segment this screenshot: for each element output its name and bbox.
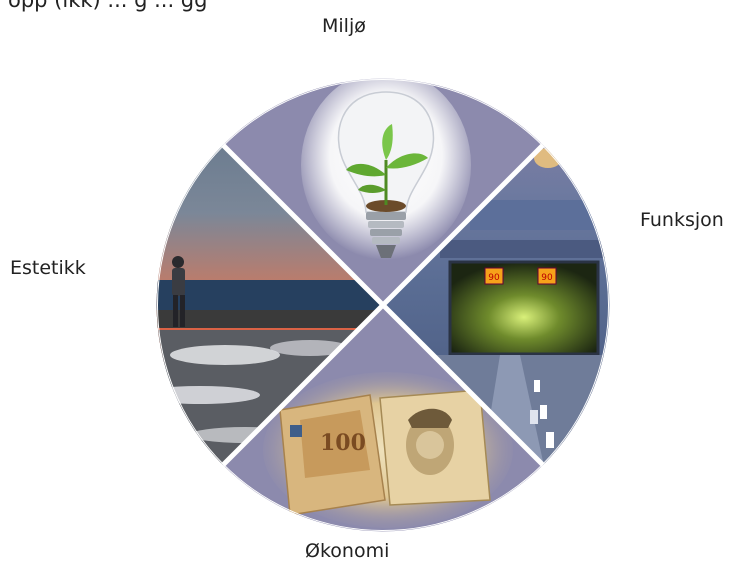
segment-label-funksjon: Funksjon <box>640 209 724 231</box>
segment-label-miljo: Miljø <box>322 15 366 37</box>
cropped-header-text: opp (ikk) ... g ... gg <box>8 0 208 12</box>
banknotes-icon: 100 <box>279 389 491 516</box>
segment-label-estetikk: Estetikk <box>10 257 86 279</box>
speed-sign-right: 90 <box>541 273 553 283</box>
segment-label-okonomi: Økonomi <box>305 540 390 562</box>
svg-text:100: 100 <box>320 430 366 456</box>
plant-icon <box>346 124 428 212</box>
speed-sign-left: 90 <box>488 273 500 283</box>
wheel-dividers <box>221 143 545 467</box>
person-silhouette <box>172 256 185 327</box>
